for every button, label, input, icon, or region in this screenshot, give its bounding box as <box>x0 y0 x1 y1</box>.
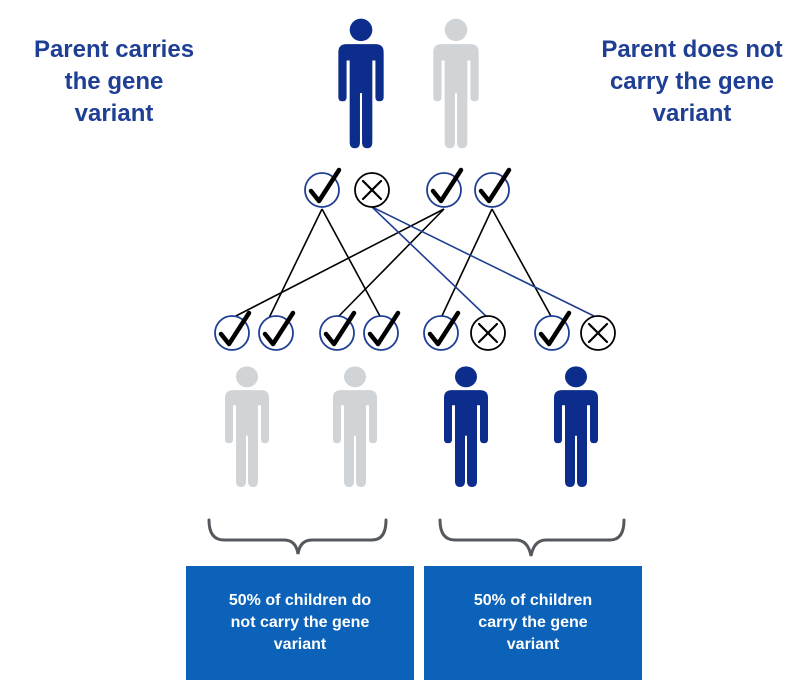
black-inheritance-lines <box>231 208 553 319</box>
child-allele-check-icon-1 <box>214 310 252 351</box>
parent-non-carrier-figure <box>433 18 479 149</box>
child-allele-check-icon-4 <box>363 310 401 351</box>
child-allele-check-icon-7 <box>534 310 572 351</box>
blue-inheritance-lines <box>371 206 599 319</box>
child-carrier-figure-2 <box>554 366 598 487</box>
child-allele-check-icon-3 <box>319 310 357 351</box>
child-allele-check-icon-2 <box>258 310 296 351</box>
child-allele-cross-icon-6 <box>470 315 506 351</box>
parent-allele-check-icon-1 <box>304 167 342 208</box>
child-non-carrier-figure-1 <box>225 366 269 487</box>
parent-carrier-figure <box>338 18 384 149</box>
child-allele-cross-icon-8 <box>580 315 616 351</box>
allele-layer <box>214 167 616 351</box>
parent-non-carrier-label: Parent does not carry the gene variant <box>601 36 783 127</box>
right-brace <box>438 518 626 557</box>
parent-allele-cross-icon-2 <box>354 172 390 208</box>
parent-allele-check-icon-4 <box>474 167 512 208</box>
left-brace <box>207 518 388 555</box>
child-non-carrier-figure-2 <box>333 366 377 487</box>
child-carrier-figure-1 <box>444 366 488 487</box>
outcome-non-carrier-box: 50% of children do not carry the gene va… <box>186 566 414 680</box>
parent-carrier-label: Parent carries the gene variant <box>33 36 195 127</box>
parent-allele-check-icon-3 <box>426 167 464 208</box>
outcome-carrier-box: 50% of children carry the gene variant <box>424 566 642 680</box>
child-allele-check-icon-5 <box>423 310 461 351</box>
